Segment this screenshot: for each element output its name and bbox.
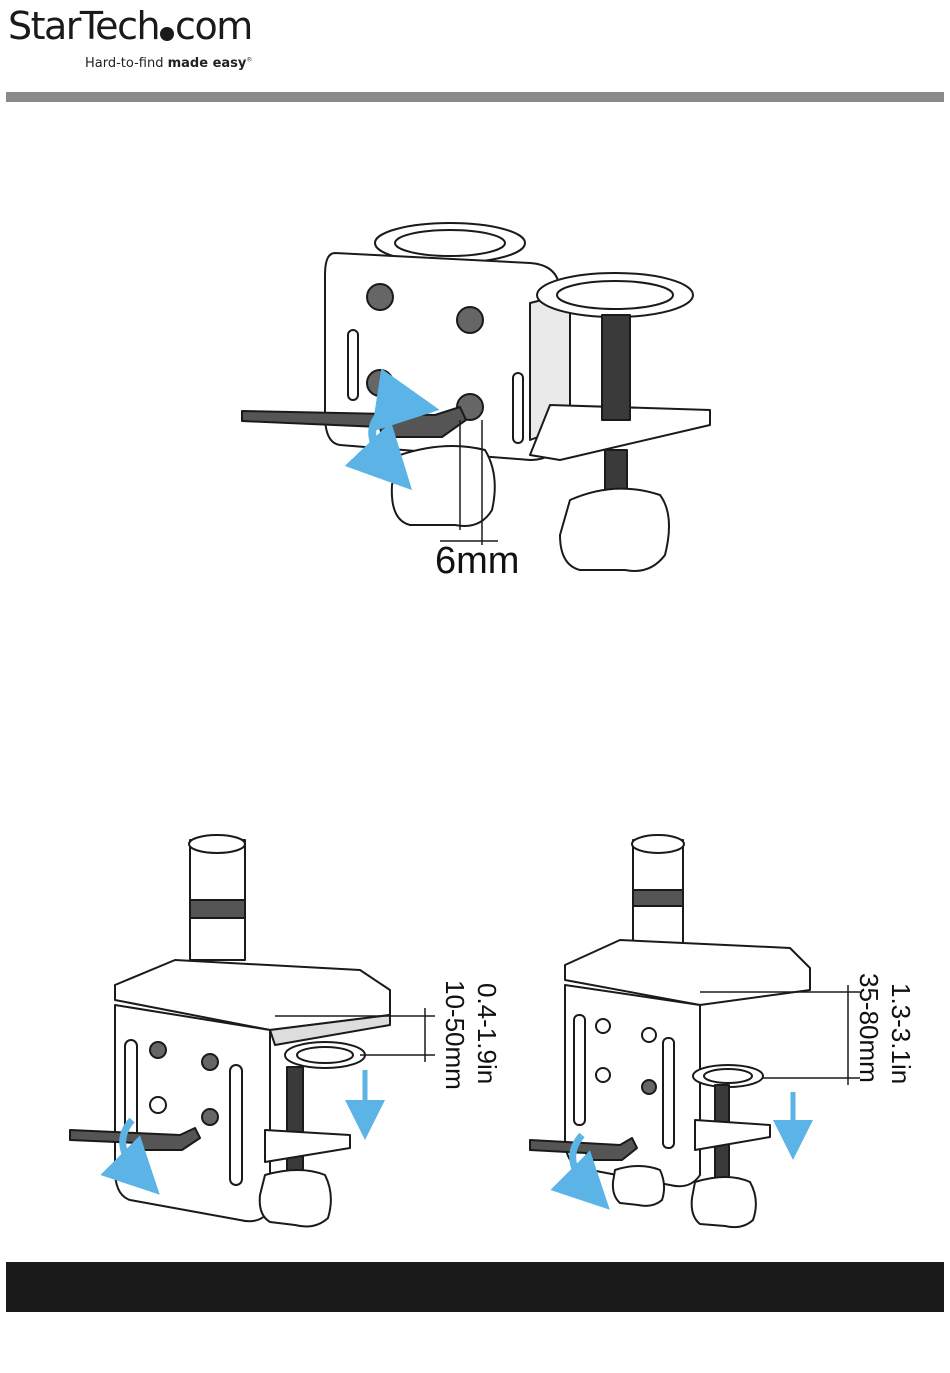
clamp-hex-key-illustration: 6mm <box>230 215 730 585</box>
hex-key-size-label: 6mm <box>435 540 519 582</box>
range-mm-label-small: 10-50mm <box>440 980 470 1090</box>
range-in-label-small: 0.4-1.9in <box>472 983 502 1084</box>
clamp-small-range-illustration: 0.4-1.9in 10-50mm <box>60 830 510 1230</box>
range-mm-label-large: 35-80mm <box>854 973 884 1083</box>
range-in-label-large: 1.3-3.1in <box>886 983 916 1084</box>
logo-tagline: Hard-to-find made easy® <box>85 56 252 71</box>
header-rule <box>6 92 944 102</box>
logo-dot-icon <box>160 27 174 41</box>
clamp-large-range-illustration: 1.3-3.1in 35-80mm <box>520 830 940 1230</box>
footer-bar <box>6 1262 944 1312</box>
